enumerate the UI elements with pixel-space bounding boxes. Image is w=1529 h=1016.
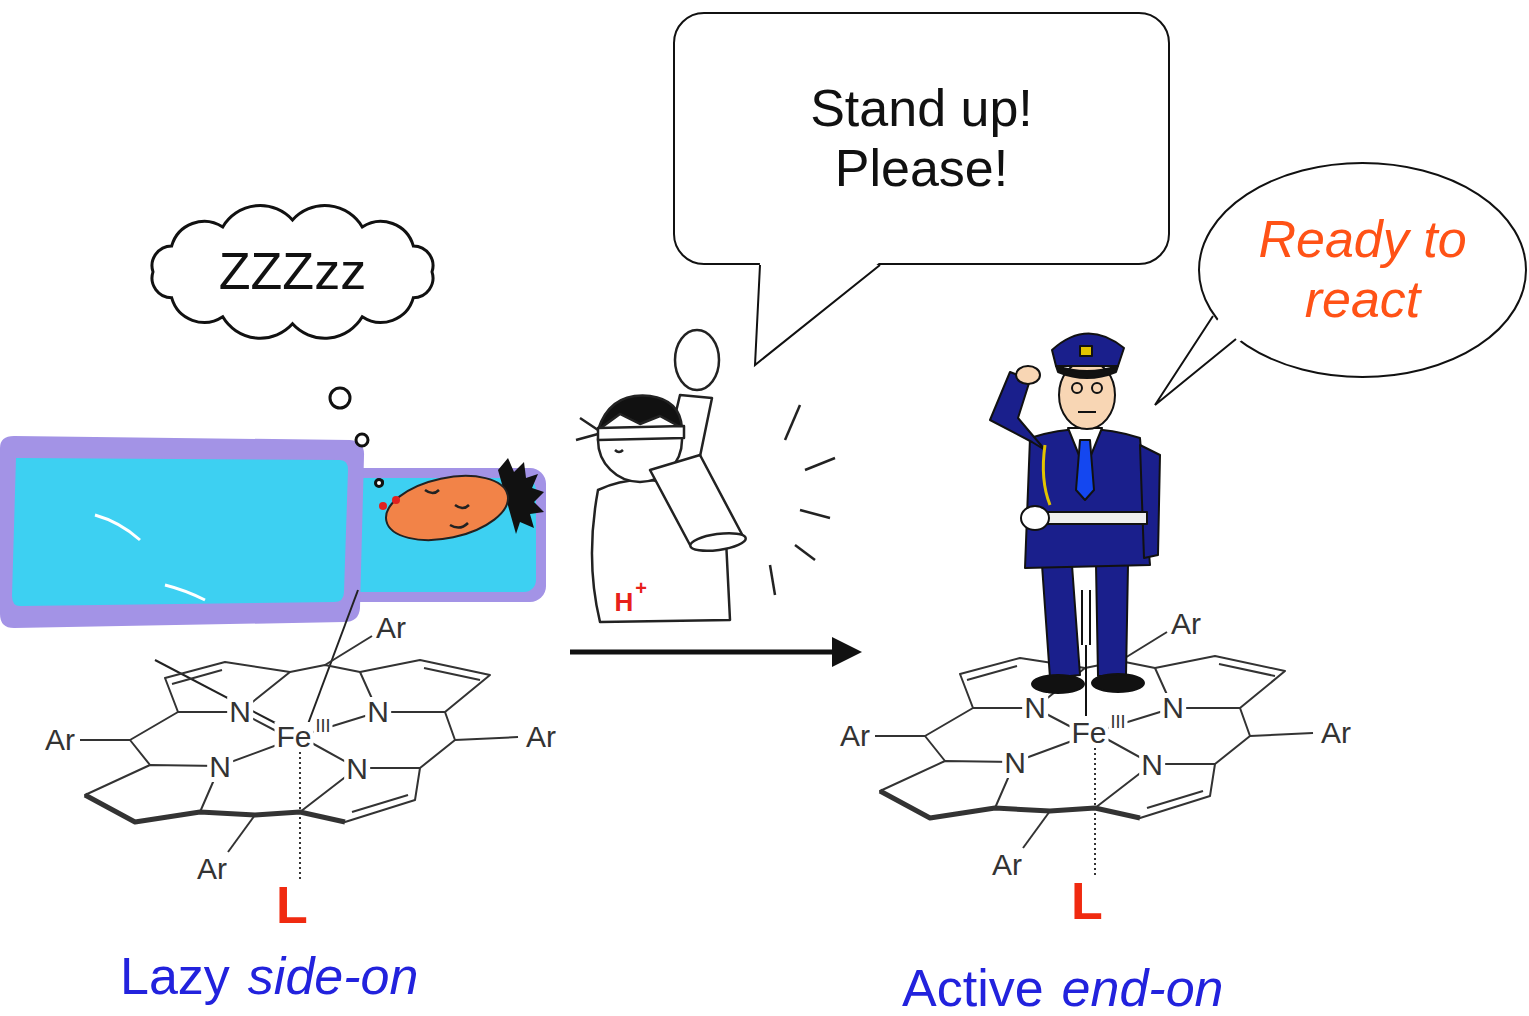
cheerleader-part — [650, 455, 745, 545]
bubble-tail-fill — [1155, 314, 1242, 405]
sleeping-man-part — [12, 458, 348, 606]
proton-label: H — [613, 589, 636, 615]
proton-charge: + — [633, 578, 649, 598]
speech-ellipse-shape — [1199, 163, 1526, 377]
policeman-part — [1096, 565, 1128, 676]
porphyrin-right — [875, 632, 1313, 881]
policeman-part — [1056, 366, 1118, 378]
policeman-part — [1025, 429, 1150, 568]
cheerleader-part — [598, 396, 682, 430]
policeman-part — [1016, 366, 1040, 384]
policeman-part — [1140, 445, 1160, 558]
caption: side-on — [246, 950, 421, 1002]
atom-label: Ar — [1319, 718, 1353, 748]
bubble-text: Ready to react — [1238, 210, 1488, 330]
atom-label: Fe — [274, 722, 313, 752]
cheerleader-part — [615, 450, 623, 452]
sleeping-man-part — [425, 490, 469, 528]
policeman-part — [1080, 346, 1092, 356]
end-on-bond-part — [1081, 590, 1083, 645]
atom-label: Ar — [374, 613, 408, 643]
atom-label: Ar — [43, 725, 77, 755]
cheerleader-part — [675, 330, 719, 390]
thought-dots — [330, 388, 383, 487]
speech-bubble: Stand up! Please! — [673, 12, 1170, 265]
porphyrin-left — [80, 636, 518, 885]
cheerleader-part — [598, 426, 684, 440]
policeman-part — [1032, 675, 1084, 693]
bubble-tail-fill — [755, 262, 880, 365]
policeman-part — [1052, 333, 1124, 366]
end-on-bond-part — [1089, 590, 1091, 645]
sleeping-man-part — [0, 436, 364, 628]
bubble-text: ZZZzz — [219, 242, 366, 302]
thought-cloud: ZZZzz — [145, 212, 440, 332]
atom-label: N — [1139, 750, 1165, 780]
atom-label: Fe — [1069, 718, 1108, 748]
atom-label: Ar — [1169, 609, 1203, 639]
reaction-arrow — [570, 637, 862, 667]
end-on-bond-part — [1085, 645, 1087, 716]
policeman-part — [1043, 445, 1050, 505]
caption: end-on — [1060, 962, 1226, 1014]
thought-dots-part — [356, 434, 368, 446]
speech-bubble-shape — [674, 13, 1169, 264]
sleeping-man-part — [95, 515, 205, 600]
policeman-part — [1042, 565, 1080, 678]
sleeping-man-part — [308, 590, 358, 724]
atom-label: Ar — [990, 850, 1024, 880]
caption: Lazy — [118, 950, 232, 1002]
shout-lines — [770, 405, 835, 595]
sleeping-man-part — [380, 466, 514, 550]
atom-label: N — [227, 697, 253, 727]
shout-lines-part — [770, 565, 775, 595]
cheerleader — [576, 330, 747, 622]
atom-label: Ar — [524, 722, 558, 752]
bubble-text: Stand up! Please! — [772, 79, 1072, 199]
policeman-part — [1092, 674, 1144, 692]
thought-dots-part — [330, 388, 350, 408]
axial-ligand: L — [274, 879, 310, 931]
thought-dots-part — [376, 480, 383, 487]
policeman-part — [1072, 383, 1102, 412]
thought-cloud-shape — [152, 206, 433, 339]
bubble-tail — [755, 265, 880, 365]
policeman-part — [1076, 440, 1094, 500]
cheerleader-part — [689, 530, 747, 554]
shout-lines-part — [805, 458, 835, 470]
end-on-bond — [1082, 590, 1090, 716]
sleeping-man-part — [392, 496, 400, 504]
atom-label: N — [1002, 748, 1028, 778]
cheerleader-part — [576, 418, 598, 440]
atom-label: N — [365, 697, 391, 727]
shout-lines-part — [795, 545, 815, 560]
sleeping-man — [0, 436, 546, 727]
atom-label: N — [1022, 693, 1048, 723]
policeman-part — [1021, 506, 1049, 530]
oxidation-state: III — [1108, 713, 1127, 731]
policeman-part — [990, 372, 1045, 450]
atom-label: N — [1160, 693, 1186, 723]
axial-ligand: L — [1069, 875, 1105, 927]
caption: Active — [900, 962, 1046, 1014]
bubble-tail — [1155, 316, 1236, 405]
shout-lines-part — [785, 405, 800, 440]
oxidation-state: III — [313, 717, 332, 735]
policeman — [990, 333, 1160, 693]
reaction-arrow-part — [570, 650, 836, 655]
sleeping-man-part — [379, 502, 387, 510]
shout-lines-part — [800, 510, 830, 518]
speech-ellipse: Ready to react — [1198, 162, 1527, 378]
atom-label: Ar — [838, 721, 872, 751]
atom-label: N — [207, 752, 233, 782]
reaction-arrow-part — [832, 637, 862, 667]
atom-label: N — [344, 754, 370, 784]
atom-label: Ar — [195, 854, 229, 884]
